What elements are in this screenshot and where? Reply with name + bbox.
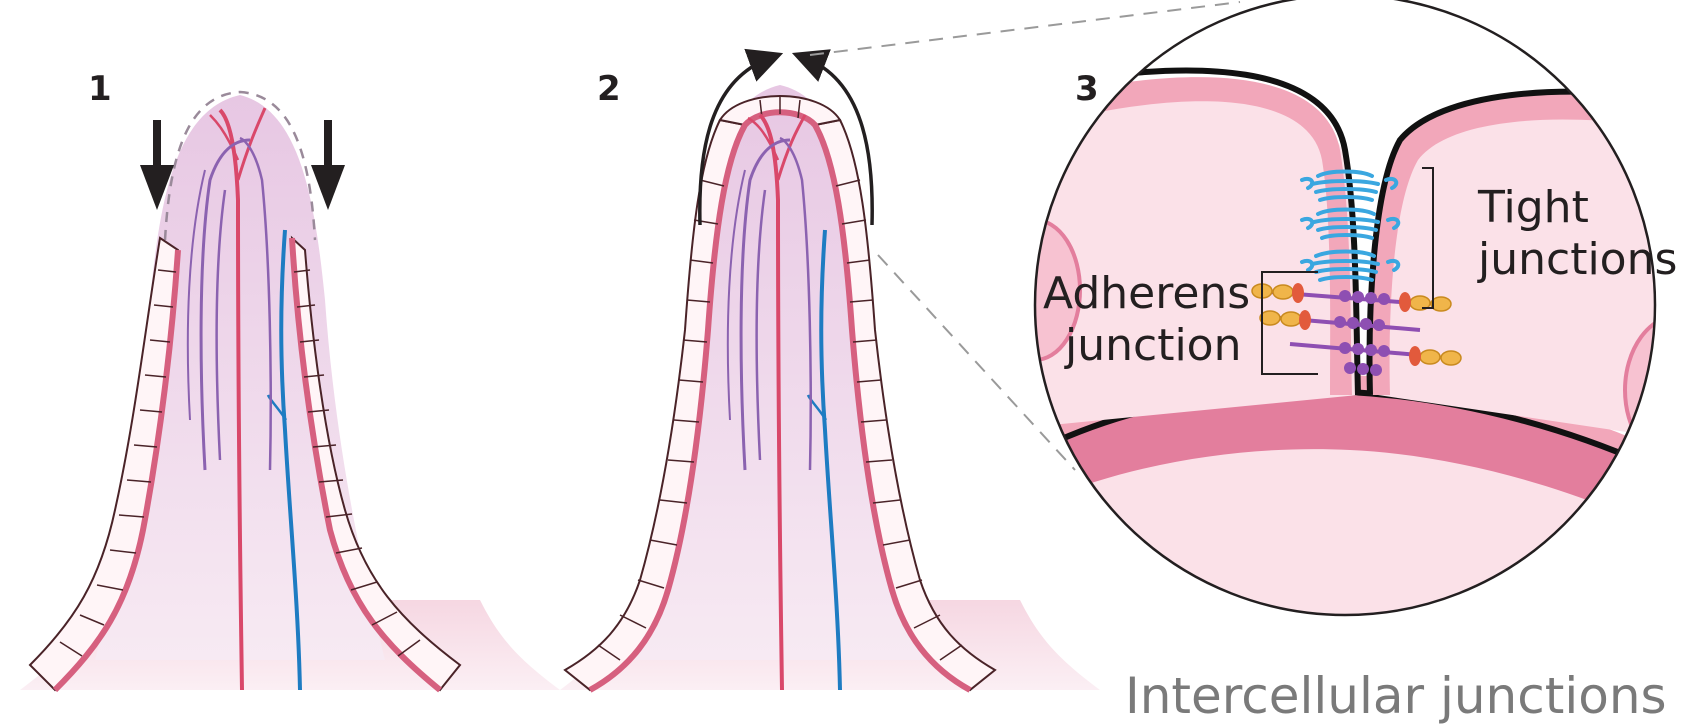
figure-caption: Intercellular junctions	[1125, 667, 1667, 725]
adherens-junction-label-line1: Adherens	[1043, 268, 1250, 319]
down-arrow-icon	[311, 120, 345, 210]
tight-junctions-label-line2: junctions	[1477, 234, 1677, 285]
panel-3: 3 Tight junctions Adherens junction	[990, 0, 1685, 700]
panel-2: 2	[560, 58, 1100, 690]
tight-junctions-label-line1: Tight	[1477, 182, 1589, 233]
panel-1: 1	[20, 69, 560, 690]
panel-1-number: 1	[88, 69, 112, 109]
adherens-junction-label-line2: junction	[1064, 320, 1241, 371]
panel-2-number: 2	[597, 69, 621, 109]
panel-3-number: 3	[1075, 69, 1099, 109]
